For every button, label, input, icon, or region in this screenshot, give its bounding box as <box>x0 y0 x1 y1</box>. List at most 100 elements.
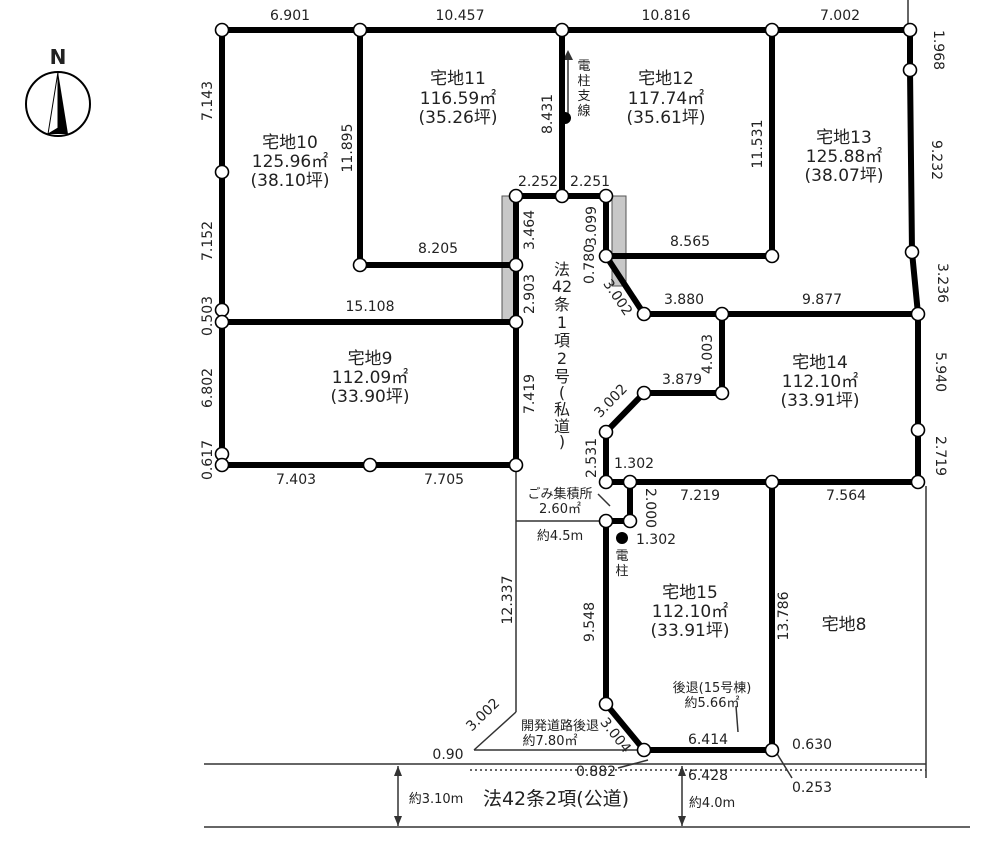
svg-text:2.000: 2.000 <box>642 488 658 528</box>
svg-text:3.464: 3.464 <box>522 210 538 250</box>
svg-text:(35.26坪): (35.26坪) <box>419 108 498 128</box>
lot-10-label: 宅地10 125.96㎡ (38.10坪) <box>251 133 330 191</box>
svg-text:3.879: 3.879 <box>662 372 702 388</box>
svg-text:(33.91坪): (33.91坪) <box>781 391 860 411</box>
garbage-label: ごみ集積所 <box>527 486 592 502</box>
svg-text:7.143: 7.143 <box>200 81 216 121</box>
svg-text:): ) <box>559 432 565 451</box>
lot-13-label: 宅地13 125.88㎡ (38.07坪) <box>805 128 884 186</box>
svg-text:(35.61坪): (35.61坪) <box>627 108 706 128</box>
svg-text:10.816: 10.816 <box>642 8 691 24</box>
svg-text:125.96㎡: 125.96㎡ <box>252 152 328 172</box>
svg-text:2: 2 <box>557 349 567 368</box>
svg-text:宅地10: 宅地10 <box>262 133 318 153</box>
svg-text:10.457: 10.457 <box>436 8 485 24</box>
svg-text:8.431: 8.431 <box>540 94 556 134</box>
road-width-right: 約4.0m <box>689 796 735 811</box>
svg-text:私: 私 <box>554 400 570 419</box>
svg-text:125.88㎡: 125.88㎡ <box>806 147 882 167</box>
svg-text:電: 電 <box>615 549 628 564</box>
setback-15-area: 約5.66㎡ <box>685 696 740 711</box>
svg-text:4.003: 4.003 <box>700 334 716 374</box>
svg-text:7.152: 7.152 <box>200 221 216 261</box>
north-label: N <box>50 45 67 69</box>
svg-text:11.895: 11.895 <box>340 124 356 173</box>
svg-text:支: 支 <box>577 89 590 104</box>
setback-15-label: 後退(15号棟) <box>673 681 752 696</box>
svg-text:7.564: 7.564 <box>826 488 866 504</box>
dimension-labels: 6.901 10.457 10.816 7.002 2.252 2.251 8.… <box>270 8 866 796</box>
road-width-left: 約3.10m <box>409 792 464 807</box>
svg-text:15.108: 15.108 <box>346 299 395 315</box>
svg-text:2.719: 2.719 <box>932 436 948 476</box>
survey-points <box>214 22 926 758</box>
north-compass-icon: N <box>25 45 91 137</box>
garbage-area: 2.60㎡ <box>539 502 581 517</box>
svg-text:線: 線 <box>577 103 590 119</box>
svg-text:7.219: 7.219 <box>680 488 720 504</box>
svg-text:11.531: 11.531 <box>750 120 766 169</box>
svg-text:2.252: 2.252 <box>518 174 558 190</box>
svg-text:宅地13: 宅地13 <box>816 128 872 148</box>
svg-text:宅地11: 宅地11 <box>430 69 486 89</box>
svg-text:項: 項 <box>554 331 570 350</box>
svg-text:7.403: 7.403 <box>276 472 316 488</box>
svg-text:12.337: 12.337 <box>500 576 516 625</box>
setback-dev-area: 約7.80㎡ <box>523 734 578 749</box>
svg-text:6.414: 6.414 <box>688 732 728 748</box>
svg-text:8.205: 8.205 <box>418 241 458 257</box>
svg-text:柱: 柱 <box>577 74 590 89</box>
svg-text:0.503: 0.503 <box>200 296 216 336</box>
svg-text:2.251: 2.251 <box>570 174 610 190</box>
svg-text:112.10㎡: 112.10㎡ <box>652 602 728 622</box>
svg-text:0.90: 0.90 <box>432 747 463 763</box>
svg-text:柱: 柱 <box>615 564 628 579</box>
svg-text:(33.91坪): (33.91坪) <box>651 621 730 641</box>
svg-text:6.901: 6.901 <box>270 8 310 24</box>
svg-text:0.617: 0.617 <box>200 440 216 480</box>
svg-text:42: 42 <box>552 277 572 296</box>
svg-text:7.002: 7.002 <box>820 8 860 24</box>
svg-text:2.531: 2.531 <box>584 438 600 478</box>
svg-text:7.705: 7.705 <box>424 472 464 488</box>
svg-text:8.565: 8.565 <box>670 234 710 250</box>
svg-text:道: 道 <box>554 417 570 436</box>
svg-text:電: 電 <box>577 59 590 74</box>
lot-8-label: 宅地8 <box>822 615 867 635</box>
svg-text:(38.07坪): (38.07坪) <box>805 166 884 186</box>
utility-pole-wire-icon <box>559 112 571 124</box>
lot-14-label: 宅地14 112.10㎡ (33.91坪) <box>781 353 860 411</box>
lot-12-label: 宅地12 117.74㎡ (35.61坪) <box>627 69 706 128</box>
svg-text:宅地9: 宅地9 <box>348 349 393 369</box>
svg-text:3.099: 3.099 <box>584 206 600 246</box>
pole-label: 電 柱 <box>615 549 628 579</box>
svg-text:号: 号 <box>554 367 570 386</box>
svg-text:法: 法 <box>554 260 570 279</box>
svg-text:0.780: 0.780 <box>582 244 598 284</box>
private-road-label: 法 42 条 1 項 2 号 ( 私 道 ) <box>552 260 572 451</box>
svg-text:6.802: 6.802 <box>200 368 216 408</box>
svg-text:117.74㎡: 117.74㎡ <box>628 89 704 109</box>
svg-text:(38.10坪): (38.10坪) <box>251 171 330 191</box>
svg-text:3.880: 3.880 <box>664 292 704 308</box>
svg-text:宅地12: 宅地12 <box>638 69 694 89</box>
svg-text:0.630: 0.630 <box>792 737 832 753</box>
pole-wire-label: 電 柱 支 線 <box>577 59 590 119</box>
svg-text:9.548: 9.548 <box>582 602 598 642</box>
svg-text:(33.90坪): (33.90坪) <box>331 387 410 407</box>
svg-text:1.968: 1.968 <box>930 30 946 70</box>
lot-11-label: 宅地11 116.59㎡ (35.26坪) <box>419 69 498 128</box>
svg-text:6.428: 6.428 <box>688 768 728 784</box>
svg-text:2.903: 2.903 <box>522 274 538 314</box>
approx-width-label: 約4.5m <box>537 529 583 544</box>
svg-text:116.59㎡: 116.59㎡ <box>420 89 496 109</box>
svg-text:3.236: 3.236 <box>934 263 950 303</box>
svg-text:5.940: 5.940 <box>932 352 948 392</box>
svg-text:0.253: 0.253 <box>792 780 832 796</box>
svg-text:9.232: 9.232 <box>928 140 944 180</box>
svg-text:条: 条 <box>554 295 570 314</box>
utility-pole-icon <box>616 532 628 544</box>
lot-9-label: 宅地9 112.09㎡ (33.90坪) <box>331 349 410 407</box>
svg-text:9.877: 9.877 <box>802 292 842 308</box>
